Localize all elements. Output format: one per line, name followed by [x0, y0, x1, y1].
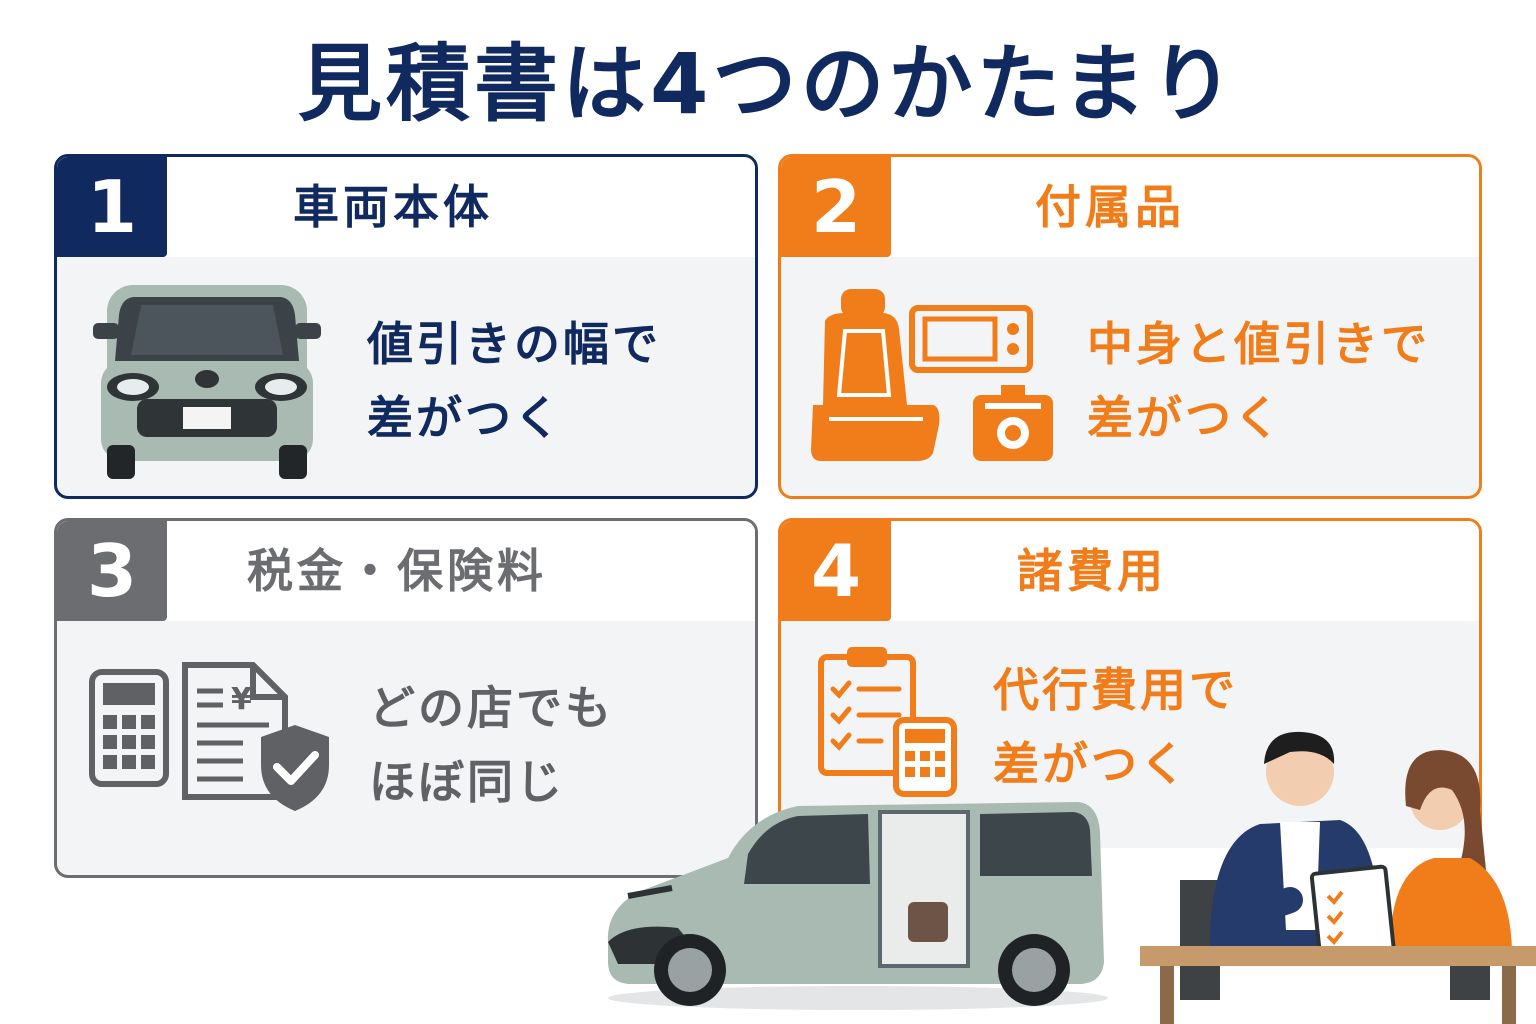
card-header [781, 521, 1479, 621]
card-label: 付属品 [1035, 180, 1185, 234]
card-desc-line2: 差がつく [993, 737, 1189, 791]
card-label: 車両本体 [293, 180, 493, 234]
calculator-icon [89, 669, 169, 787]
car-seat-icon [811, 289, 940, 461]
car-navigation-icon [909, 305, 1033, 373]
card-accessories: 2 付属品 中身と値引きで 差がつく [778, 154, 1482, 499]
card-label: 諸費用 [1017, 544, 1167, 598]
card-desc-line2: 差がつく [367, 391, 563, 445]
shield-check-icon [261, 725, 329, 811]
card-desc-line2: ほぼ同じ [369, 755, 565, 809]
card-header [57, 521, 755, 621]
card-vehicle-body: 1 車両本体 値引きの幅で 差がつく [54, 154, 758, 499]
consultation-illustration [1140, 731, 1536, 1024]
checklist-clipboard-icon [818, 647, 916, 776]
card-number: 3 [57, 521, 167, 621]
card-tax-insurance: 3 税金・保険料 ¥ どの店でも ほぼ同じ [54, 518, 758, 878]
calculator-icon [893, 717, 957, 797]
card-desc-line1: どの店でも [369, 681, 614, 735]
card-desc-line2: 差がつく [1087, 391, 1283, 445]
card-header [781, 157, 1479, 257]
card-desc-line1: 値引きの幅で [367, 317, 661, 371]
front-car-icon [93, 285, 321, 479]
card-number: 2 [781, 157, 891, 257]
card-number: 1 [57, 157, 167, 257]
dashcam-icon [973, 385, 1053, 461]
page-title: 見積書は4つのかたまり [298, 35, 1238, 133]
card-label: 税金・保険料 [247, 544, 547, 598]
card-header [57, 157, 755, 257]
card-desc-line1: 代行費用で [993, 663, 1238, 717]
card-number: 4 [781, 521, 891, 621]
minivan-illustration [607, 802, 1108, 1010]
card-desc-line1: 中身と値引きで [1087, 317, 1430, 371]
svg-text:¥: ¥ [231, 682, 252, 717]
card-misc-fees: 4 諸費用 代行費用で 差がつく [778, 518, 1482, 848]
